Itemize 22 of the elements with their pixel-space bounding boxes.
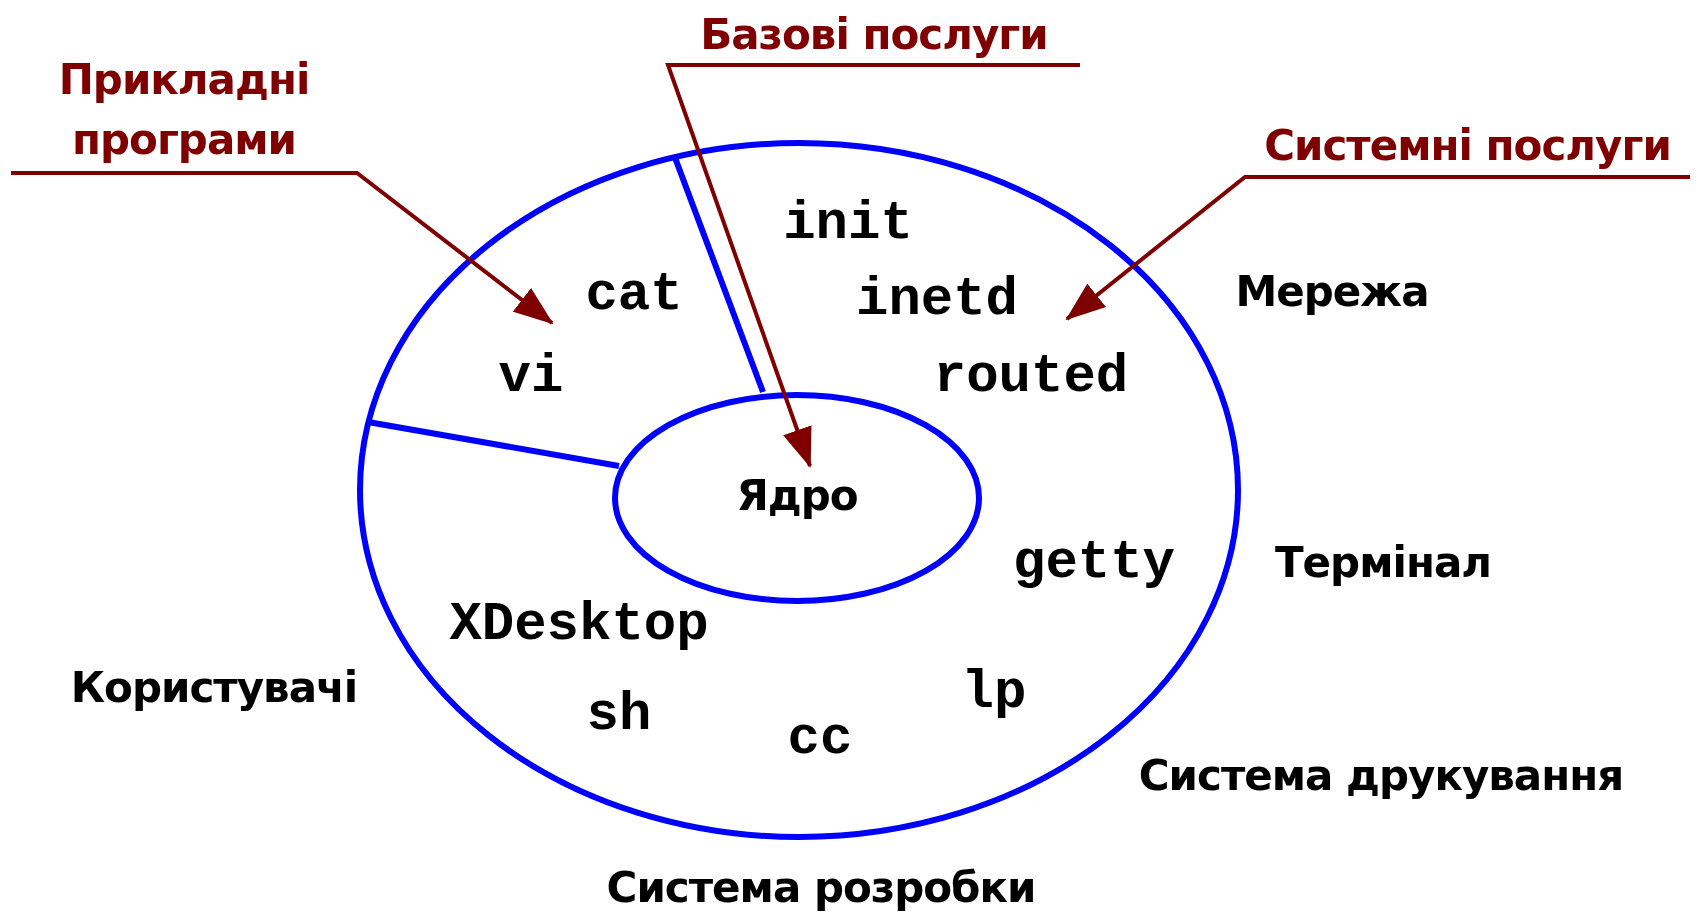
program-name: cc bbox=[787, 709, 853, 769]
region-label: Мережа bbox=[1235, 268, 1429, 316]
program-name: init bbox=[783, 194, 913, 254]
program-name: inetd bbox=[856, 270, 1018, 330]
region-label: Система друкування bbox=[1138, 752, 1624, 800]
callout-label: Системні послуги bbox=[1263, 120, 1672, 172]
callout-label: Прикладні програми bbox=[57, 54, 311, 166]
leader-arrow bbox=[1065, 175, 1690, 321]
program-name: lp bbox=[961, 663, 1027, 723]
program-name: getty bbox=[1013, 533, 1175, 593]
program-name: XDesktop bbox=[449, 595, 709, 655]
leader-arrow bbox=[11, 171, 554, 325]
callout-label: Базові послуги bbox=[699, 9, 1049, 61]
region-label: Користувачі bbox=[70, 664, 358, 712]
program-name: sh bbox=[586, 685, 652, 745]
program-name: cat bbox=[585, 265, 683, 325]
kernel-label: Ядро bbox=[736, 472, 858, 520]
region-label: Термінал bbox=[1274, 539, 1492, 587]
region-label: Система розробки bbox=[606, 864, 1036, 912]
program-name: vi bbox=[498, 347, 564, 407]
leader-arrow bbox=[665, 63, 1080, 468]
program-name: routed bbox=[933, 347, 1129, 407]
